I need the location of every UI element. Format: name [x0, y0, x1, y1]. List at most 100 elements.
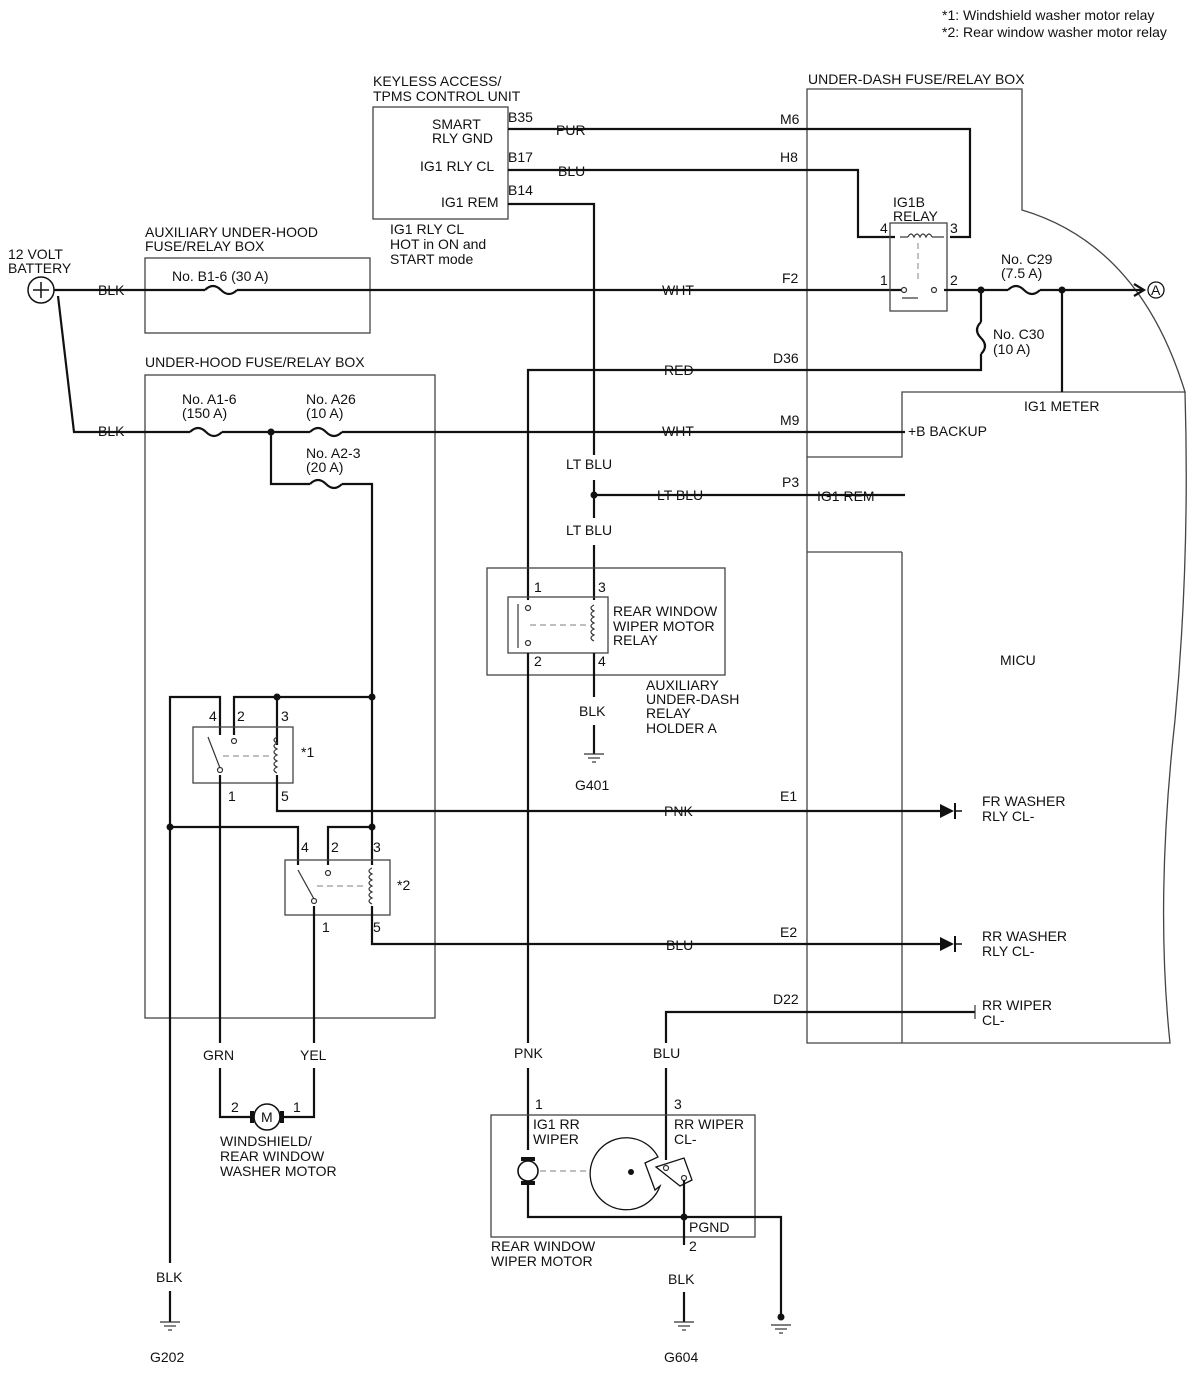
washer-motor-symbol: M [261, 1109, 273, 1125]
fuse-a2-3-label-1: No. A2-3 [306, 445, 361, 461]
washer-relay-1 [192, 726, 294, 784]
keyless-title-1: KEYLESS ACCESS/ [373, 73, 502, 89]
ig1b-relay [889, 222, 948, 312]
relay1-pin-2: 2 [237, 708, 245, 724]
wire-label-red: RED [664, 362, 694, 378]
aux-holder-label-2: UNDER-DASH [646, 691, 739, 707]
rr-wiper-cl-label-2: CL- [982, 1012, 1005, 1028]
fuse-a26-label-2: (10 A) [306, 405, 343, 421]
ig1b-pin-2: 2 [950, 272, 958, 288]
rear-relay-label-3: RELAY [613, 632, 659, 648]
ig1b-pin-3: 3 [950, 220, 958, 236]
washer-motor-pin-1: 1 [293, 1099, 301, 1115]
wire-label-blk-5: BLK [668, 1271, 695, 1287]
wire-label-lt-blu-2: LT BLU [657, 487, 703, 503]
fuse-b1-6-label: No. B1-6 (30 A) [172, 268, 269, 284]
fuse-a1-6-label-1: No. A1-6 [182, 391, 237, 407]
washer-relay-2 [284, 859, 391, 916]
fr-washer-label-1: FR WASHER [982, 793, 1065, 809]
pin-b35: B35 [508, 109, 533, 125]
wire-red-d36 [526, 354, 983, 600]
ground-g401-label: G401 [575, 777, 609, 793]
wire-a2-3-down [342, 482, 374, 865]
relay2-pin-3: 3 [373, 839, 381, 855]
rear-relay-pin-3: 3 [598, 579, 606, 595]
ground-g401-icon [584, 753, 604, 763]
keyless-pin-smart-2: RLY GND [432, 130, 493, 146]
pin-b14: B14 [508, 182, 533, 198]
note-relay-1: *1: Windshield washer motor relay [942, 7, 1154, 23]
ground-g604-label: G604 [664, 1349, 698, 1365]
wire-label-wht-2: WHT [662, 423, 694, 439]
wire-grn-to-motor [218, 1068, 252, 1119]
washer-motor-label-1: WINDSHIELD/ [220, 1133, 312, 1149]
relay1-pin-5: 5 [281, 788, 289, 804]
rr-washer-label-2: RLY CL- [982, 943, 1035, 959]
wire-relay1-pin2-feed [232, 695, 372, 735]
wire-pur-m6 [508, 127, 972, 239]
rear-wiper-motor [490, 1114, 756, 1238]
connector-a-icon [1147, 281, 1165, 299]
fuse-c29-label-1: No. C29 [1001, 251, 1053, 267]
rear-relay-pin-4: 4 [598, 653, 606, 669]
wire-relay2-pin4-feed [170, 825, 300, 865]
fuse-c30-label-1: No. C30 [993, 326, 1045, 342]
keyless-pin-smart-1: SMART [432, 116, 481, 132]
micu-box [806, 391, 1187, 1044]
fuse-c30-icon [975, 321, 987, 355]
fuse-c30-label-2: (10 A) [993, 341, 1030, 357]
washer-motor-pin-2: 2 [231, 1099, 239, 1115]
washer-motor-icon [250, 1103, 284, 1131]
ig1b-relay-label-2: RELAY [893, 208, 939, 224]
fuse-a26-icon [309, 426, 343, 438]
rear-relay-switch-icon [517, 604, 596, 648]
wire-label-blk-4: BLK [156, 1269, 183, 1285]
battery-label-1: 12 VOLT [8, 246, 63, 262]
rear-motor-pin-3: 3 [674, 1096, 682, 1112]
relay1-switch-icon [207, 736, 279, 774]
wire-pgnd [526, 1183, 783, 1317]
wire-label-blk-2: BLK [98, 423, 125, 439]
ig1b-pin-4: 4 [880, 220, 888, 236]
wiper-motor-icon [517, 1157, 600, 1185]
underdash-title: UNDER-DASH FUSE/RELAY BOX [808, 71, 1025, 87]
rr-wiper-cl-motor-label-2: CL- [674, 1131, 697, 1147]
relay1-tag: *1 [301, 744, 314, 760]
fuse-c29-label-2: (7.5 A) [1001, 265, 1042, 281]
ground-pgnd-icon [771, 1313, 791, 1334]
connector-m9: M9 [780, 412, 800, 428]
wire-label-grn: GRN [203, 1047, 234, 1063]
keyless-note-2: HOT in ON and [390, 236, 486, 252]
relay2-tag: *2 [397, 877, 410, 893]
ground-g202-label: G202 [150, 1349, 184, 1365]
aux-underhood-title-1: AUXILIARY UNDER-HOOD [145, 224, 318, 240]
relay1-pin-1: 1 [228, 788, 236, 804]
wire-blk-g202 [168, 695, 222, 1263]
wire-blk-battery-lower [56, 295, 190, 434]
connector-a-label: A [1151, 282, 1161, 298]
pgnd-label: PGND [689, 1219, 729, 1235]
ig1-rr-wiper-label-1: IG1 RR [533, 1116, 580, 1132]
rear-motor-label-1: REAR WINDOW [491, 1238, 596, 1254]
wire-pnk-e1 [275, 775, 940, 813]
underdash-fuse-box [806, 88, 1186, 458]
rear-motor-label-2: WIPER MOTOR [491, 1253, 593, 1269]
wire-label-blk-1: BLK [98, 282, 125, 298]
relay2-pin-1: 1 [322, 919, 330, 935]
wire-blu-h8 [508, 168, 895, 239]
pin-b17: B17 [508, 149, 533, 165]
keyless-title-2: TPMS CONTROL UNIT [373, 88, 521, 104]
ig1-rr-wiper-label-2: WIPER [533, 1131, 579, 1147]
micu-label: MICU [1000, 652, 1036, 668]
rear-relay-pin-1: 1 [534, 579, 542, 595]
cam-switch-icon [589, 1137, 693, 1211]
arrow-to-connector-a [1133, 283, 1147, 297]
rr-wiper-cl-label-1: RR WIPER [982, 997, 1052, 1013]
b-backup-label: +B BACKUP [908, 423, 987, 439]
aux-holder-label-4: HOLDER A [646, 720, 717, 736]
ig1-meter-label: IG1 METER [1024, 398, 1099, 414]
wire-blu-e2 [370, 906, 940, 946]
keyless-access-unit [372, 106, 509, 220]
rr-washer-label-1: RR WASHER [982, 928, 1067, 944]
rear-wiper-relay [507, 596, 609, 654]
